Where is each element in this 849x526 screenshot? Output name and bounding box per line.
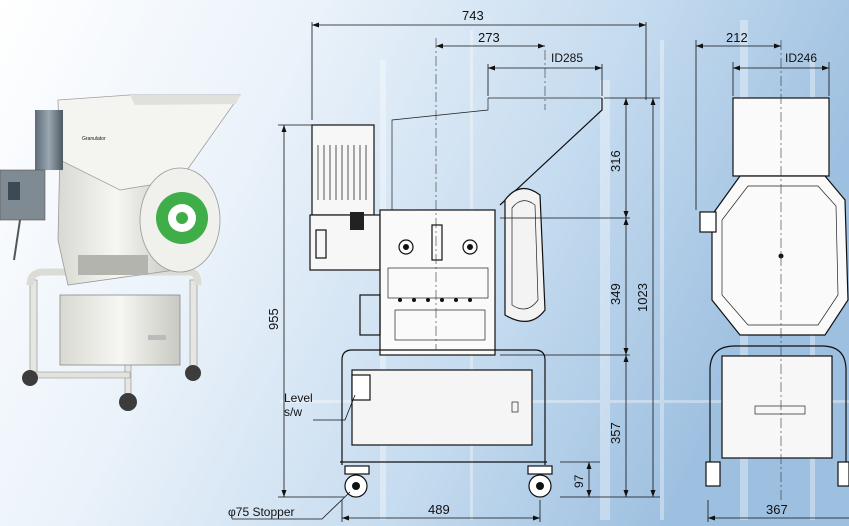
dim-front-base: 489 <box>428 502 450 517</box>
dim-caster-height: 97 <box>572 474 586 488</box>
stopper-label: φ75 Stopper <box>228 505 295 519</box>
level-switch-label-line2: s/w <box>284 405 302 419</box>
dim-total-height: 1023 <box>635 283 650 312</box>
dimension-labels: 743 273 ID285 212 ID246 316 349 1023 955… <box>266 8 817 517</box>
granulator-photo: Granulator <box>0 94 241 411</box>
svg-text:Granulator: Granulator <box>82 136 106 142</box>
level-switch-label-line1: Level <box>284 391 313 405</box>
dim-offset-center: 273 <box>478 30 500 45</box>
dim-side-inlet: ID246 <box>785 51 817 65</box>
dim-overall-width: 743 <box>462 8 484 23</box>
callout-labels: Level s/w φ75 Stopper <box>228 391 313 519</box>
dim-frame-height: 955 <box>266 308 281 330</box>
dim-side-offset: 212 <box>726 30 748 45</box>
dim-side-base: 367 <box>766 502 788 517</box>
dim-middle-height: 349 <box>608 283 623 305</box>
side-elevation-drawing <box>699 40 849 500</box>
dimension-lines <box>232 22 849 522</box>
dim-front-inlet: ID285 <box>551 51 583 65</box>
dim-lower-height: 357 <box>608 422 623 444</box>
dim-upper-height: 316 <box>608 150 623 172</box>
front-elevation-drawing <box>309 38 603 498</box>
